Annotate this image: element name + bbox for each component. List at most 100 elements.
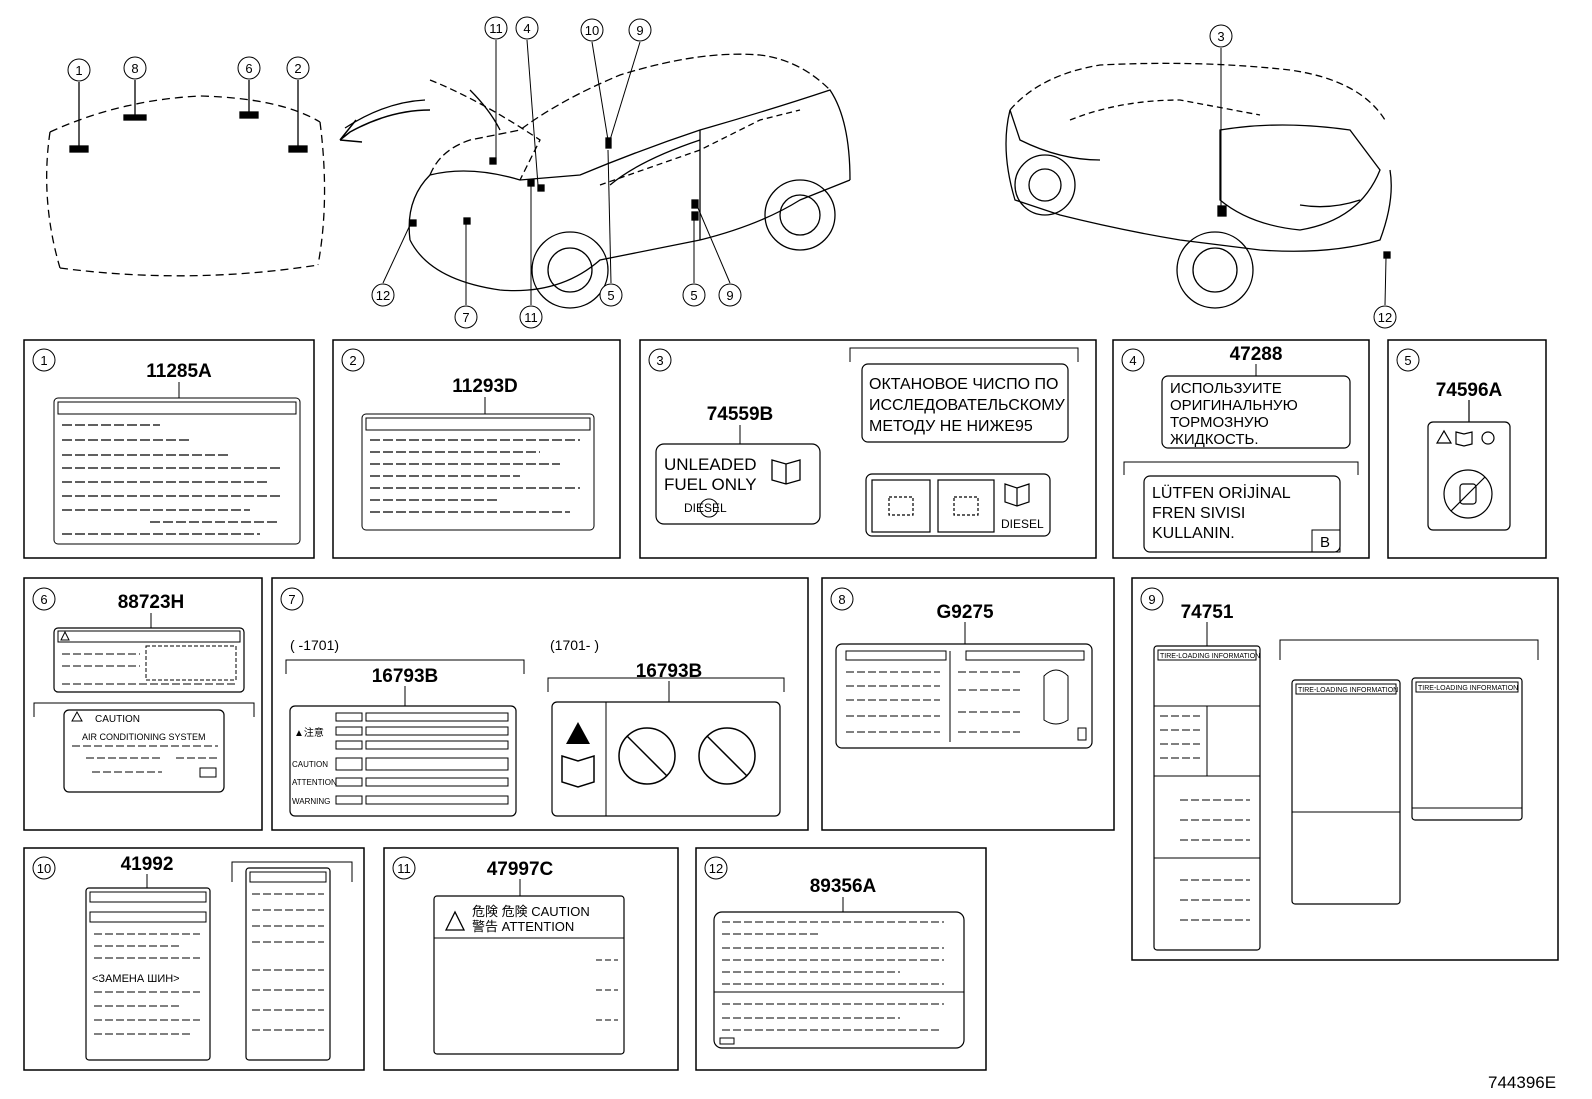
callout-label: 11 bbox=[524, 310, 538, 325]
tr-brake-2: FREN SIVISI bbox=[1152, 505, 1245, 522]
callout-label: 3 bbox=[1217, 29, 1224, 44]
panel-2-num: 2 bbox=[349, 353, 356, 368]
callout-9b bbox=[718, 283, 742, 307]
callout-label: 5 bbox=[607, 288, 614, 303]
label-russian-octane: ОКТАНОВОЕ ЧИСПО ПО ИССЛЕДОВАТЕЛЬСКОМУ МЕ… bbox=[849, 347, 1079, 443]
label-41992 bbox=[85, 861, 353, 1061]
chuui-text: ▲注意 bbox=[294, 726, 324, 739]
callout-11a bbox=[484, 16, 508, 40]
ac-system-text: AIR CONDITIONING SYSTEM bbox=[82, 732, 206, 742]
manual-icon-7 bbox=[561, 754, 595, 788]
part-number-74751: 74751 bbox=[1181, 602, 1234, 623]
ru-octane-1: ОКТАНОВОЕ ЧИСПО ПО bbox=[869, 376, 1058, 393]
warning-triangle-icon bbox=[566, 722, 590, 744]
range-a: ( -1701) bbox=[290, 637, 339, 653]
panel-1-num: 1 bbox=[40, 353, 47, 368]
callout-label: 11 bbox=[489, 21, 503, 36]
callout-label: 6 bbox=[245, 61, 252, 76]
callout-label: 10 bbox=[585, 23, 599, 38]
callout-label: 1 bbox=[75, 63, 82, 78]
ru-brake-1: ИСПОЛЬЗУИТЕ bbox=[1170, 380, 1282, 397]
callout-label: 12 bbox=[376, 288, 390, 303]
hood-illustration bbox=[46, 80, 326, 277]
label-47997c: 危険 危険 CAUTION 警告 ATTENTION bbox=[433, 879, 625, 1055]
tr-brake-1: LÜTFEN ORİJİNAL bbox=[1152, 483, 1291, 502]
attention-text-7: ATTENTION bbox=[292, 778, 337, 787]
callout-3 bbox=[1209, 24, 1233, 48]
fuel-text-1: UNLEADED bbox=[664, 455, 757, 474]
callout-label: 9 bbox=[636, 23, 643, 38]
part-number-74596a: 74596A bbox=[1436, 380, 1503, 401]
label-47288: ИСПОЛЬЗУИТЕ ОРИГИНАЛЬНУЮ ТОРМОЗНУЮ ЖИДКО… bbox=[1123, 364, 1359, 553]
direction-arrow-icon bbox=[339, 109, 431, 143]
label-11285a bbox=[53, 382, 301, 545]
ru-brake-4: ЖИДКОСТЬ. bbox=[1170, 431, 1259, 448]
callout-5a bbox=[599, 283, 623, 307]
part-number-88723h: 88723H bbox=[118, 592, 185, 613]
tire-info-1: TIRE-LOADING INFORMATION bbox=[1160, 653, 1260, 660]
ru-brake-3: ТОРМОЗНУЮ bbox=[1170, 414, 1269, 431]
part-number-16793b-a: 16793B bbox=[372, 666, 439, 687]
callout-11b bbox=[519, 305, 543, 329]
callout-7 bbox=[454, 305, 478, 329]
caution-text: CAUTION bbox=[95, 714, 140, 725]
callout-1 bbox=[67, 58, 91, 82]
panel-9-num: 9 bbox=[1148, 592, 1155, 607]
panel-7-num: 7 bbox=[288, 592, 295, 607]
warning-text-7: WARNING bbox=[292, 797, 330, 806]
label-89356a bbox=[713, 897, 965, 1049]
tire-info-3: TIRE-LOADING INFORMATION bbox=[1418, 685, 1518, 692]
label-11293d bbox=[361, 397, 595, 531]
part-number-47288: 47288 bbox=[1230, 344, 1283, 365]
label-fuel-icons bbox=[865, 473, 1051, 537]
diagram-id: 744396E bbox=[1488, 1073, 1556, 1092]
label-g9275 bbox=[835, 622, 1093, 749]
panel-6-num: 6 bbox=[40, 592, 47, 607]
label-88723h: CAUTION AIR CONDITIONING SYSTEM bbox=[33, 613, 255, 793]
callout-2 bbox=[286, 56, 310, 80]
callout-label: 8 bbox=[131, 61, 138, 76]
caution-line-2: 警告 ATTENTION bbox=[472, 919, 574, 934]
part-number-47997c: 47997C bbox=[487, 859, 554, 880]
label-16793b: ( -1701) (1701- ) ▲注意 CAUTION ATTENTION … bbox=[285, 637, 785, 817]
part-number-74559b: 74559B bbox=[707, 404, 774, 425]
ru-octane-3: МЕТОДУ НЕ НИЖЕ95 bbox=[869, 418, 1033, 435]
ru-brake-2: ОРИГИНАЛЬНУЮ bbox=[1170, 397, 1298, 414]
panel-8-num: 8 bbox=[838, 592, 845, 607]
label-74596a bbox=[1427, 400, 1511, 531]
callout-4 bbox=[515, 16, 539, 40]
label-74559b: UNLEADED FUEL ONLY DIESEL bbox=[655, 425, 821, 525]
warning-triangle-icon-11 bbox=[444, 910, 466, 931]
part-number-11293d: 11293D bbox=[452, 376, 518, 397]
part-number-16793b-b: 16793B bbox=[636, 661, 703, 682]
caution-text-7: CAUTION bbox=[292, 760, 328, 769]
part-number-41992: 41992 bbox=[121, 854, 174, 875]
tr-brake-3: KULLANIN. bbox=[1152, 525, 1235, 542]
manual-icon bbox=[771, 459, 801, 485]
callout-label: 5 bbox=[690, 288, 697, 303]
panel-5-num: 5 bbox=[1404, 353, 1411, 368]
ru-tire-change: <ЗАМЕНА ШИН> bbox=[92, 973, 180, 985]
callout-circles-top bbox=[67, 16, 1397, 329]
diesel-label: DIESEL bbox=[1001, 517, 1044, 531]
panel-4-num: 4 bbox=[1129, 353, 1136, 368]
callout-label: 7 bbox=[462, 310, 469, 325]
fuel-text-3: DIESEL bbox=[684, 501, 727, 515]
panel-frames bbox=[23, 339, 1559, 1071]
callout-8 bbox=[123, 56, 147, 80]
callout-12a bbox=[371, 283, 395, 307]
ru-octane-2: ИССЛЕДОВАТЕЛЬСКОМУ bbox=[869, 397, 1066, 414]
panel-3-num: 3 bbox=[656, 353, 663, 368]
part-number-89356a: 89356A bbox=[810, 876, 877, 897]
callout-label: 9 bbox=[726, 288, 733, 303]
part-number-g9275: G9275 bbox=[936, 602, 993, 623]
callout-label: 2 bbox=[294, 61, 301, 76]
rear-car-illustration bbox=[1005, 62, 1392, 309]
callout-label: 12 bbox=[1378, 310, 1392, 325]
panel-10-num: 10 bbox=[37, 861, 51, 876]
callout-label: 4 bbox=[523, 21, 530, 36]
range-b: (1701- ) bbox=[550, 637, 599, 653]
callout-9a bbox=[628, 18, 652, 42]
fuel-text-2: FUEL ONLY bbox=[664, 475, 757, 494]
